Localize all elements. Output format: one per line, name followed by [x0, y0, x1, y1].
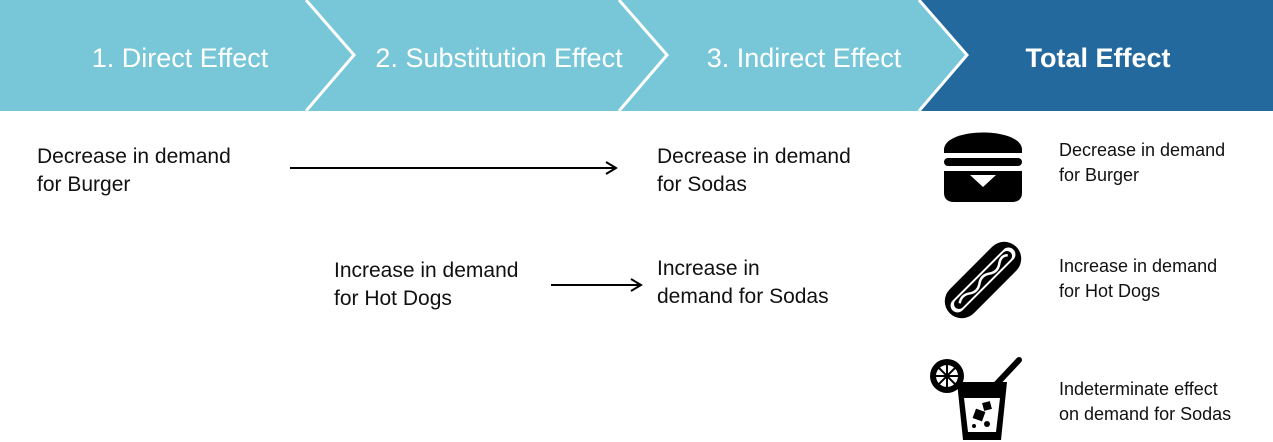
banner-chevrons [0, 0, 1273, 111]
burger-direct-effect-text: Decrease in demand for Burger [37, 143, 231, 199]
text-line: for Burger [37, 173, 131, 196]
total-burger-text: Decrease in demand for Burger [1059, 138, 1225, 188]
sodas-increase-text: Increase in demand for Sodas [657, 255, 829, 311]
text-line: Decrease in demand [657, 145, 851, 168]
step-label-substitution: 2. Substitution Effect [375, 43, 623, 73]
total-soda-text: Indeterminate effect on demand for Sodas [1059, 377, 1231, 427]
step-label-indirect: 3. Indirect Effect [706, 43, 902, 73]
text-line: Decrease in demand [37, 145, 231, 168]
sodas-decrease-text: Decrease in demand for Sodas [657, 143, 851, 199]
text-line: Increase in demand [1059, 256, 1218, 276]
chevron-substitution-effect [306, 0, 667, 111]
text-line: on demand for Sodas [1059, 404, 1232, 424]
arrow-burger-to-sodas [290, 161, 618, 175]
text-line: for Sodas [657, 173, 747, 196]
chevron-direct-effect [0, 0, 354, 111]
chevron-separator [917, 0, 969, 111]
text-line: for Burger [1059, 165, 1140, 185]
text-line: Increase in [657, 257, 760, 280]
burger-icon [944, 132, 1022, 202]
text-line: Increase in demand [334, 259, 519, 282]
hotdog-substitution-text: Increase in demand for Hot Dogs [334, 257, 518, 313]
arrow-hotdog-to-sodas [551, 278, 643, 292]
chevron-separator [304, 0, 356, 111]
effects-banner: 1. Direct Effect 2. Substitution Effect … [0, 0, 1273, 111]
text-line: for Hot Dogs [1059, 281, 1161, 301]
text-line: for Hot Dogs [334, 287, 452, 310]
total-hotdog-text: Increase in demand for Hot Dogs [1059, 254, 1217, 304]
chevron-separator [617, 0, 669, 111]
text-line: Decrease in demand [1059, 140, 1226, 160]
step-label-direct: 1. Direct Effect [91, 43, 269, 73]
text-line: Indeterminate effect [1059, 379, 1218, 399]
chevron-indirect-effect [619, 0, 967, 111]
hot-dog-icon [944, 241, 1022, 319]
soda-icon [930, 357, 1022, 440]
step-label-total: Total Effect [1025, 43, 1171, 73]
chevron-total-effect [919, 0, 1273, 111]
text-line: demand for Sodas [657, 285, 829, 308]
